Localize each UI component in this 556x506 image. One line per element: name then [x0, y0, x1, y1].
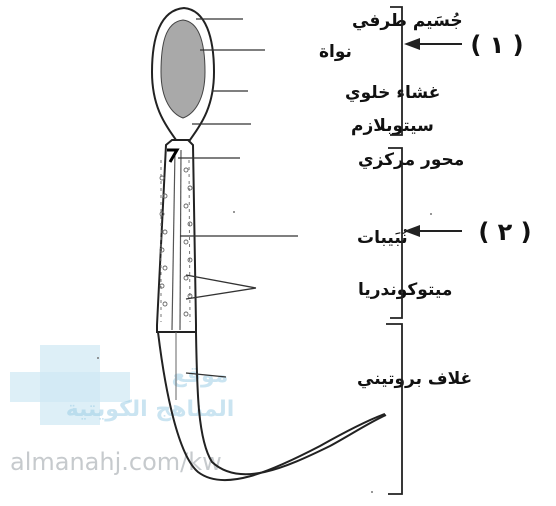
- label-cell-membrane: غشاء خلوي: [345, 83, 440, 103]
- nucleus-shape: [161, 20, 205, 118]
- label-centriole: محور مركزي: [358, 150, 464, 170]
- label-protein-sheath: غلاف بروتيني: [357, 369, 472, 389]
- region-2-label: ( ٢ ): [478, 218, 531, 246]
- label-mitochondria: ميتوكوندريا: [358, 280, 452, 300]
- watermark: موقع المناهج الكويتية almanahj.com/kw: [10, 345, 234, 476]
- watermark-line2: المناهج الكويتية: [66, 397, 235, 422]
- arrows: [404, 38, 462, 237]
- labels: جُسَيم طرفي نواة غشاء خلوي سيتوبلازم محو…: [319, 11, 472, 389]
- label-cytoplasm: سيتوبلازم: [351, 116, 434, 136]
- region-1-label: ( ١ ): [470, 31, 523, 59]
- region-brackets: [386, 7, 402, 494]
- label-microtubules: نُبَيبات: [357, 228, 408, 248]
- label-acrosome: جُسَيم طرفي: [352, 11, 463, 31]
- watermark-line1: موقع: [172, 363, 229, 388]
- arrowhead-1-icon: [404, 38, 420, 50]
- sperm-head: [152, 8, 214, 140]
- label-nucleus: نواة: [319, 42, 352, 62]
- bracket-region-3: [386, 324, 402, 494]
